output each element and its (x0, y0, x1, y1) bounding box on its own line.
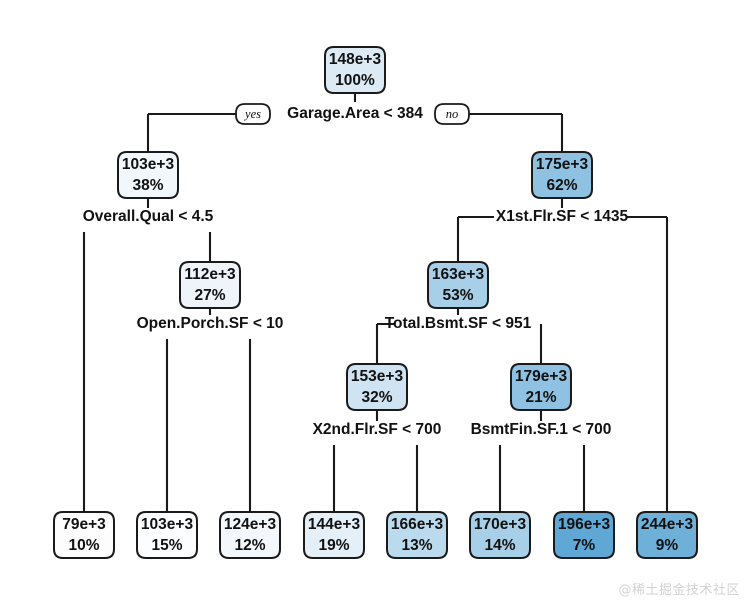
leaf-node-l2: 103e+3 15% (136, 511, 198, 559)
node-percent: 12% (234, 537, 265, 554)
node-percent: 62% (546, 177, 577, 194)
leaf-node-l5: 166e+3 13% (386, 511, 448, 559)
node-percent: 14% (484, 537, 515, 554)
node-value: 103e+3 (141, 516, 194, 533)
node-value: 175e+3 (536, 156, 589, 173)
node-value: 170e+3 (474, 516, 527, 533)
internal-node-n7: 179e+3 21% (510, 363, 572, 411)
split-label-s7: BsmtFin.SF.1 < 700 (471, 421, 612, 438)
node-shape (179, 261, 241, 309)
leaf-node-l6: 170e+3 14% (469, 511, 531, 559)
node-value: 112e+3 (184, 266, 236, 283)
node-shape (427, 261, 489, 309)
node-percent: 19% (318, 537, 349, 554)
leaf-node-l1: 79e+3 10% (53, 511, 115, 559)
node-value: 148e+3 (329, 51, 382, 68)
node-value: 153e+3 (351, 368, 404, 385)
node-percent: 32% (361, 389, 392, 406)
node-percent: 9% (656, 537, 679, 554)
node-shape (553, 511, 615, 559)
node-value: 196e+3 (558, 516, 611, 533)
node-percent: 53% (442, 287, 473, 304)
svg-text:no: no (446, 107, 459, 121)
split-label-s2: Overall.Qual < 4.5 (83, 208, 214, 225)
internal-node-n6: 153e+3 32% (346, 363, 408, 411)
node-percent: 7% (573, 537, 596, 554)
internal-node-n5: 163e+3 53% (427, 261, 489, 309)
node-percent: 100% (335, 72, 375, 89)
node-shape (303, 511, 365, 559)
node-value: 166e+3 (391, 516, 444, 533)
node-layer: 148e+3 100% 103e+3 38% 175e+3 62% 112e+3 27% 163… (53, 46, 698, 559)
node-value: 124e+3 (224, 516, 277, 533)
node-value: 79e+3 (62, 516, 106, 533)
leaf-node-l4: 144e+3 19% (303, 511, 365, 559)
node-value: 179e+3 (515, 368, 568, 385)
node-percent: 38% (132, 177, 163, 194)
node-shape (469, 511, 531, 559)
node-percent: 27% (194, 287, 225, 304)
leaf-node-l3: 124e+3 12% (219, 511, 281, 559)
edge-label-no: no (434, 103, 470, 125)
leaf-node-l7: 196e+3 7% (553, 511, 615, 559)
edge-layer (82, 93, 669, 512)
node-percent: 10% (68, 537, 99, 554)
node-value: 144e+3 (308, 516, 361, 533)
node-percent: 15% (151, 537, 182, 554)
node-value: 103e+3 (122, 156, 175, 173)
svg-text:yes: yes (243, 107, 261, 121)
internal-node-n2: 103e+3 38% (117, 151, 179, 199)
split-label-s4: Open.Porch.SF < 10 (137, 315, 284, 332)
split-label-s1: Garage.Area < 384 (287, 105, 423, 122)
split-label-s6: X2nd.Flr.SF < 700 (313, 421, 442, 438)
internal-node-n1: 148e+3 100% (324, 46, 386, 94)
node-shape (53, 511, 115, 559)
internal-node-n4: 112e+3 27% (179, 261, 241, 309)
node-percent: 21% (525, 389, 556, 406)
node-shape (324, 46, 386, 94)
node-shape (346, 363, 408, 411)
node-value: 163e+3 (432, 266, 485, 283)
node-shape (117, 151, 179, 199)
node-shape (219, 511, 281, 559)
node-shape (386, 511, 448, 559)
split-label-s3: X1st.Flr.SF < 1435 (496, 208, 629, 225)
split-label-s5: Total.Bsmt.SF < 951 (385, 315, 532, 332)
node-percent: 13% (401, 537, 432, 554)
watermark: @稀土掘金技术社区 (618, 583, 740, 598)
edge-label-yes: yes (235, 103, 271, 125)
node-value: 244e+3 (641, 516, 694, 533)
node-shape (636, 511, 698, 559)
node-shape (510, 363, 572, 411)
leaf-node-l8: 244e+3 9% (636, 511, 698, 559)
node-shape (531, 151, 593, 199)
node-shape (136, 511, 198, 559)
internal-node-n3: 175e+3 62% (531, 151, 593, 199)
